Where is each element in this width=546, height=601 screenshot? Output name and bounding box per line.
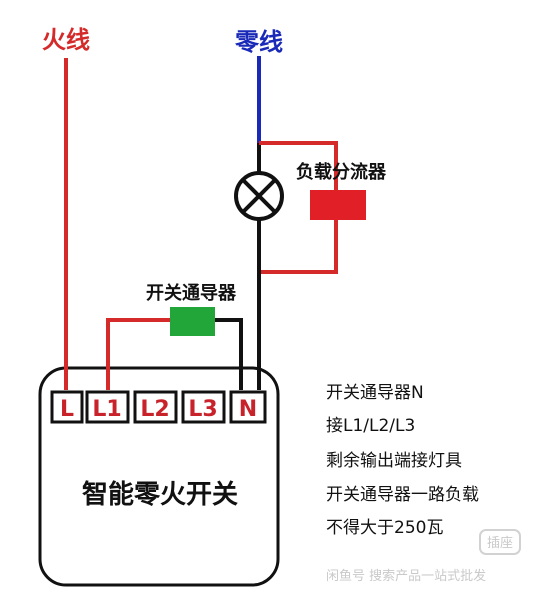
switch-body — [38, 366, 280, 587]
terminal-l — [50, 390, 84, 424]
shunt-block — [310, 190, 366, 220]
note-line-4: 开关通导器一路负载 — [326, 485, 479, 505]
terminal-l3 — [181, 390, 226, 424]
terminal-n-label: N — [239, 397, 257, 422]
watermark: 插座 闲鱼号 搜索产品一站式批发 — [326, 529, 521, 584]
watermark-badge-text: 插座 — [487, 536, 513, 551]
note-line-5: 不得大于250瓦 — [326, 518, 444, 538]
lamp-icon — [234, 171, 284, 221]
guide-l1-wire — [106, 318, 170, 390]
neutral-wire-label: 零线 — [234, 28, 283, 56]
note-line-1: 开关通导器N — [326, 383, 424, 403]
terminal-n — [229, 390, 267, 424]
switch-label: 智能零火开关 — [82, 479, 238, 510]
shunt-label: 负载分流器 — [296, 161, 387, 183]
terminal-l2-label: L2 — [140, 397, 169, 422]
hot-wire-label: 火线 — [42, 26, 90, 54]
guide-block — [170, 307, 215, 336]
terminal-block: L L1 L2 L3 N — [50, 390, 267, 424]
terminal-l1-label: L1 — [92, 397, 121, 422]
terminal-l1 — [85, 390, 130, 424]
terminal-l2 — [133, 390, 178, 424]
guide-n-wire — [215, 318, 243, 390]
note-line-2: 接L1/L2/L3 — [326, 416, 416, 436]
watermark-text: 闲鱼号 搜索产品一站式批发 — [326, 568, 486, 584]
terminal-l-label: L — [60, 397, 74, 422]
guide-label: 开关通导器 — [146, 282, 237, 304]
note-line-3: 剩余输出端接灯具 — [326, 451, 462, 471]
watermark-badge-icon — [479, 529, 521, 555]
terminal-l3-label: L3 — [188, 397, 217, 422]
